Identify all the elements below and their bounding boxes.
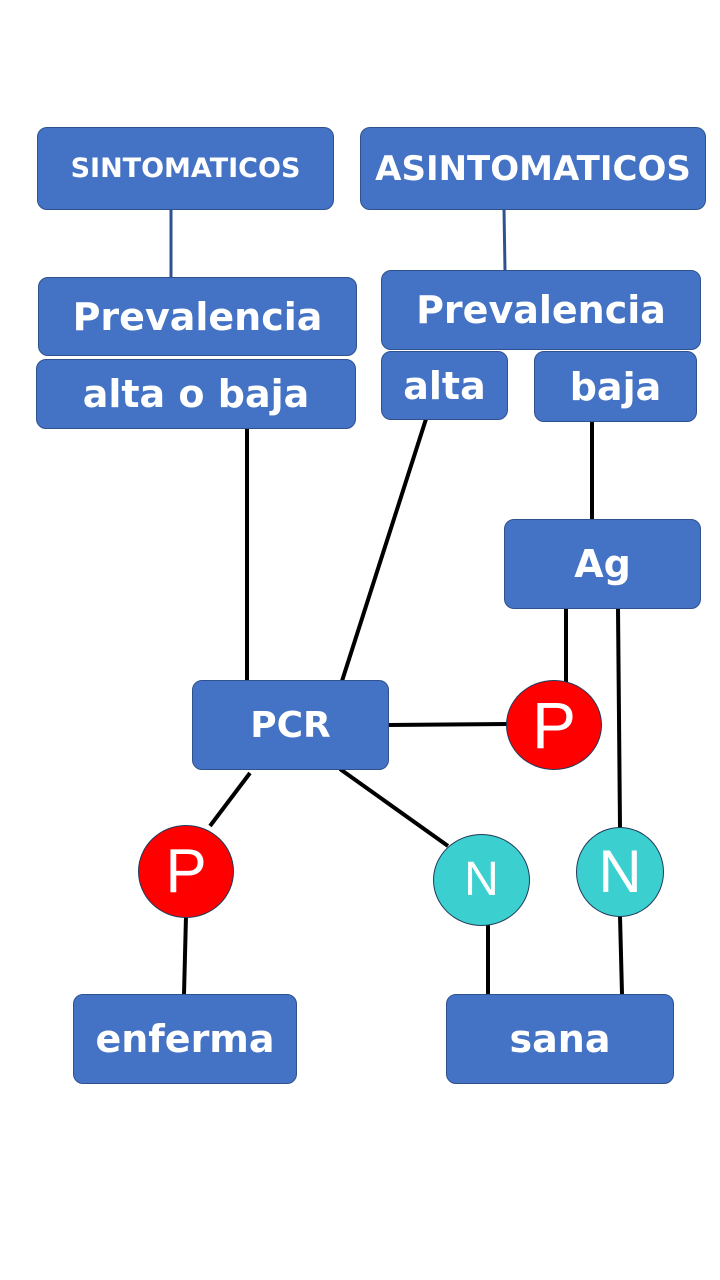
asintomaticos-alta-box: alta xyxy=(381,351,508,420)
asintomaticos-baja-box: baja xyxy=(534,351,697,422)
pcr-test-box: PCR xyxy=(192,680,389,770)
pcr-positive-result-circle: P xyxy=(138,825,234,918)
enferma-outcome-box: enferma xyxy=(73,994,297,1084)
sintomaticos-alta-o-baja-box: alta o baja xyxy=(36,359,356,429)
sintomaticos-header-box: SINTOMATICOS xyxy=(37,127,334,210)
connector-pcr-negative xyxy=(338,767,450,848)
pcr-negative-result-circle: N xyxy=(433,834,530,926)
connector-agnegative-sana xyxy=(618,915,624,995)
connector-positive-enferma xyxy=(182,915,188,995)
connector-ag-negative xyxy=(616,607,622,829)
sana-outcome-box: sana xyxy=(446,994,674,1084)
antigen-positive-result-circle: P xyxy=(506,680,602,770)
antigen-negative-result-circle: N xyxy=(576,827,664,917)
asintomaticos-header-box: ASINTOMATICOS xyxy=(360,127,706,210)
connector-pcr-agpositive xyxy=(387,722,508,727)
connector-pcr-positive xyxy=(208,771,252,828)
connector-asintomaticos-prevalencia xyxy=(502,208,507,271)
asintomaticos-prevalencia-box: Prevalencia xyxy=(381,270,701,350)
sintomaticos-prevalencia-box: Prevalencia xyxy=(38,277,357,356)
antigen-test-box: Ag xyxy=(504,519,701,609)
connector-alta-pcr xyxy=(340,418,428,682)
